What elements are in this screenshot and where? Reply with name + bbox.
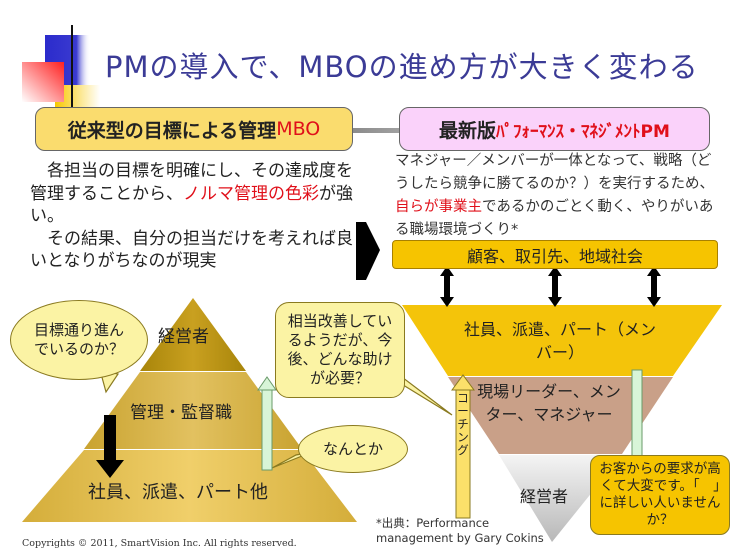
double-arrow-icons [440, 266, 661, 307]
citation-line-2: management by Gary Cokins [376, 531, 544, 545]
pyramid-label-executives: 経営者 [158, 327, 209, 347]
pyramid-label-managers: 管理・監督職 [130, 403, 232, 423]
funnel-label-members: 社員、派遣、パート（メンバー） [463, 320, 656, 362]
funnel-tier-top [402, 305, 722, 376]
pyramid-tier-middle [84, 372, 302, 449]
pm-text-2: であるかのごとく動く、やりがいある職場環境づくり* [395, 199, 714, 238]
pm-text-red: 自らが事業主 [395, 199, 482, 215]
pm-header: 最新版ﾊﾟﾌｫｰﾏﾝｽ・ﾏﾈｼﾞﾒﾝﾄPM [399, 107, 710, 151]
callout-somehow: なんとか [298, 425, 408, 473]
funnel-label-leaders: 現場リーダー、メンター、マネジャー [477, 382, 621, 424]
mbo-text-red: ノルマ管理の色彩 [183, 183, 319, 204]
mbo-header-accent: MBO [276, 118, 321, 140]
callout-member-request: お客からの要求が高くて大変です。「 」に詳しい人いませんか？ [590, 455, 730, 535]
inverted-funnel [402, 305, 722, 542]
mbo-text-2: が強い。 [30, 183, 353, 227]
transition-arrow-icon [356, 222, 380, 280]
funnel-label-executives: 経営者 [520, 487, 569, 506]
pyramid-tier-top [140, 298, 246, 371]
bottom-up-arrow-icon [261, 387, 273, 471]
citation: *出典：Performance management by Gary Cokin… [376, 516, 544, 546]
stakeholders-box: 顧客、取引先、地域社会 [392, 240, 718, 269]
citation-line-1: *出典：Performance [376, 516, 490, 530]
title-divider [45, 128, 685, 133]
callout-manager-question: 相当改善しているようだが、今後、どんな助けが必要？ [275, 302, 405, 398]
mbo-header-text: 従来型の目標による管理 [67, 119, 277, 142]
pm-description: マネジャー／メンバーが一体となって、戦略（どうしたら競争に勝てるのか？）を実行す… [395, 150, 715, 242]
title-decoration [22, 25, 100, 145]
pm-header-accent: ﾊﾟﾌｫｰﾏﾝｽ・ﾏﾈｼﾞﾒﾝﾄPM [496, 121, 670, 142]
top-down-arrow-icon [96, 415, 124, 478]
mbo-description: 各担当の目標を明確にし、その達成度を管理することから、ノルマ管理の色彩が強い。 … [30, 160, 360, 273]
funnel-tier-middle [448, 377, 673, 454]
pm-text-1: マネジャー／メンバーが一体となって、戦略（どうしたら競争に勝てるのか？）を実行す… [395, 153, 714, 192]
slide-title: PMの導入で、MBOの進め方が大きく変わる [105, 50, 699, 84]
copyright: Copyrights © 2011, SmartVision Inc. All … [22, 538, 297, 549]
pyramid-label-staff: 社員、派遣、パート他 [88, 482, 268, 503]
mbo-text-3: その結果、自分の担当だけを考えれば良いとなりがちなのが現実 [30, 228, 353, 272]
callout-on-track: 目標通り進んでいるのか？ [10, 300, 148, 380]
mbo-text-1: 各担当の目標を明確にし、その達成度を管理することから、 [30, 161, 353, 204]
coaching-label: コーチング [457, 391, 469, 457]
pm-header-text: 最新版 [439, 119, 497, 142]
